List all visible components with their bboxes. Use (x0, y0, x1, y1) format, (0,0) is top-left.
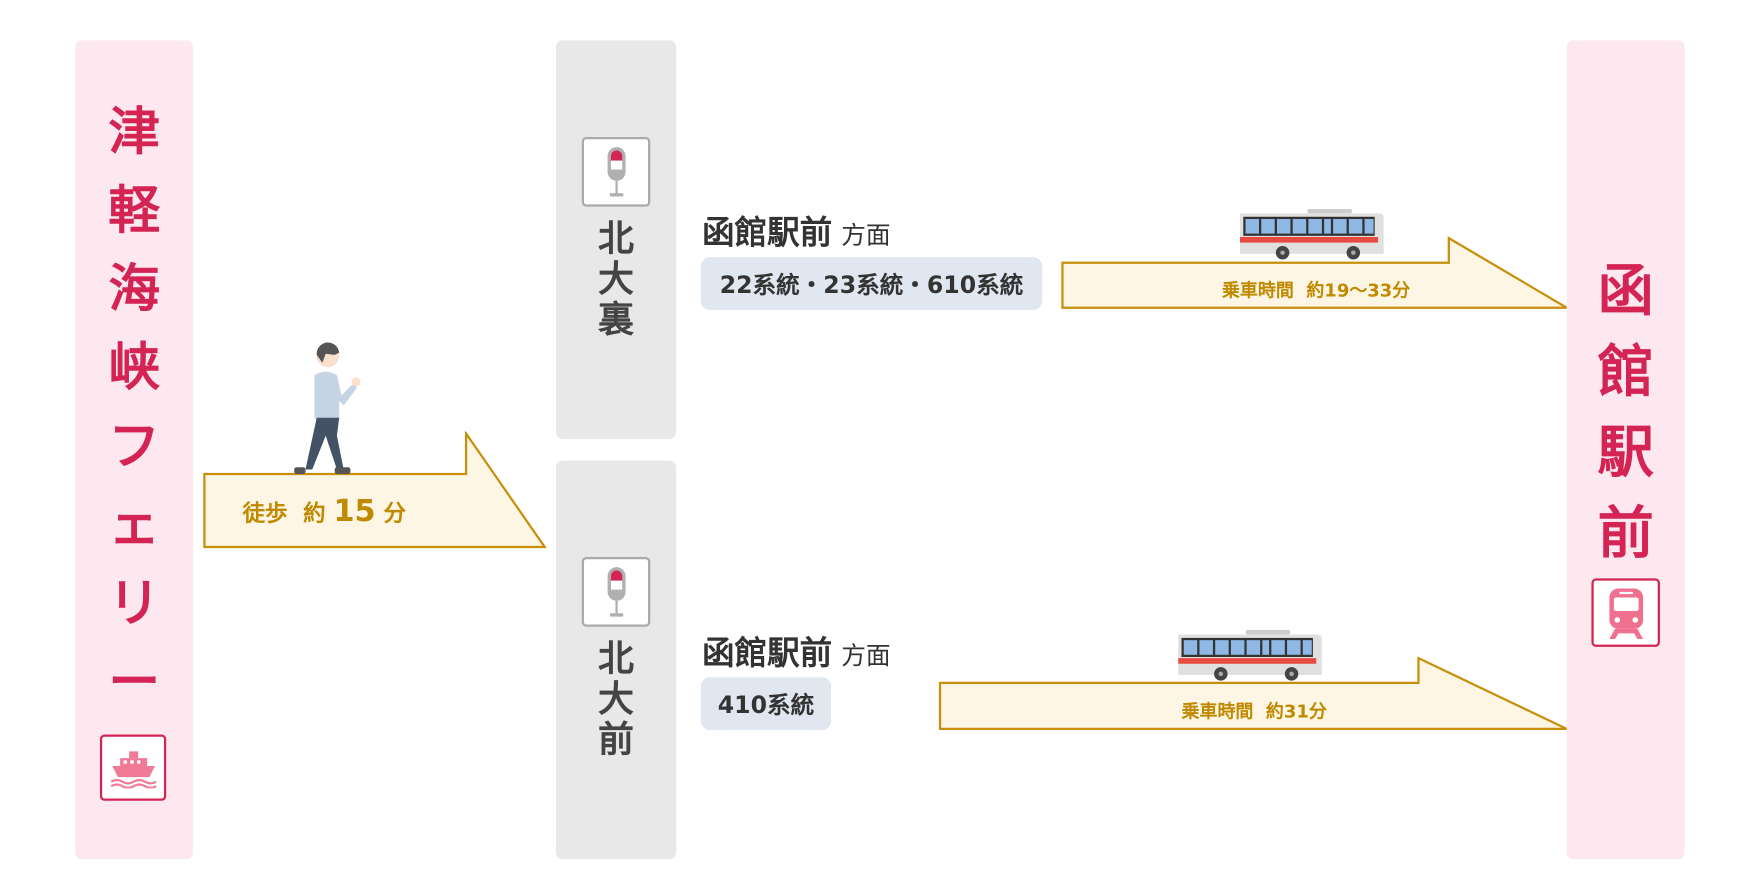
destination-station-panel: 函 館 駅 前 (1566, 40, 1685, 860)
origin-ferry-terminal-panel: 津 軽 海 峡 フ ェ リ ー (75, 40, 194, 860)
origin-name: 津 軽 海 峡 フ ェ リ ー (108, 101, 161, 713)
bus-stop-icon (581, 557, 651, 627)
walk-arrow (203, 431, 547, 549)
direction-heading: 函館駅前方面 (701, 213, 891, 252)
ferry-icon (99, 734, 167, 801)
stop-panel-hokudai-ura (555, 40, 677, 440)
train-icon (1591, 578, 1660, 647)
ride-arrow (1061, 236, 1571, 309)
bus-stop-icon (581, 137, 651, 207)
stop-panel-hokudai-mae (555, 460, 677, 860)
walking-person-icon (294, 342, 361, 474)
ride-time-label: 乗車時間 約19〜33分 (1221, 279, 1411, 301)
destination-name: 函 館 駅 前 (1597, 258, 1654, 567)
route-badge: 22系統・23系統・610系統 (700, 257, 1043, 310)
stop-name-hokudai-ura: 北 大 裏 (598, 216, 634, 341)
ride-time-label: 乗車時間 約31分 (1181, 700, 1327, 723)
route-badge: 410系統 (700, 677, 832, 731)
bus-icon (1239, 208, 1384, 260)
direction-heading: 函館駅前方面 (701, 633, 891, 672)
bus-icon (1178, 630, 1322, 681)
ride-arrow (938, 656, 1568, 731)
walk-time-label: 徒歩 約 15 分 (242, 494, 406, 529)
stop-name-hokudai-mae: 北 大 前 (598, 636, 634, 761)
